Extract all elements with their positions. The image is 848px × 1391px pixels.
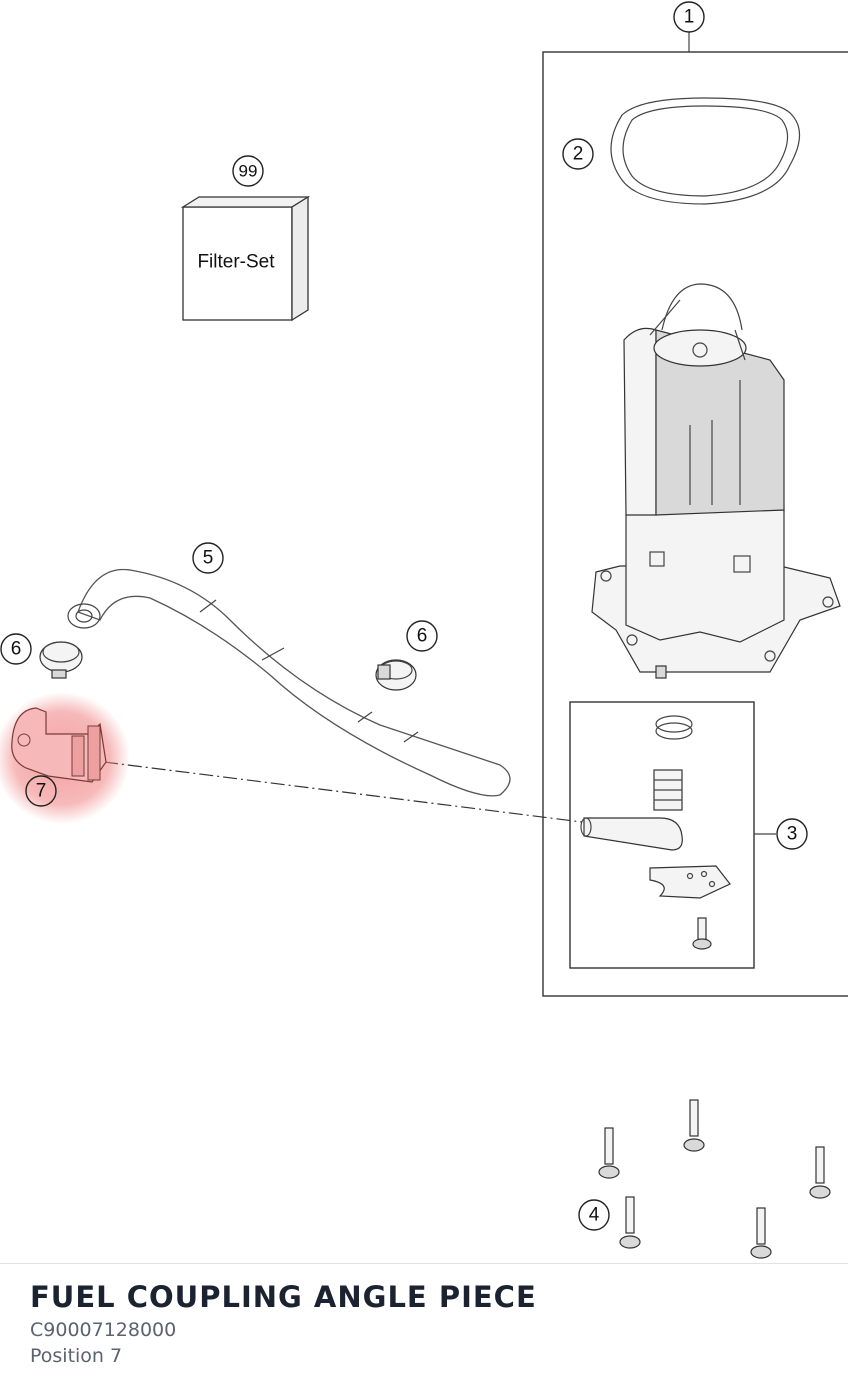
callout-2[interactable]: 2 [562, 138, 594, 170]
exploded-parts-diagram: Filter-Set [0, 1, 848, 1259]
part-number: C90007128000 [30, 1319, 177, 1341]
small-screw-part[interactable] [692, 917, 712, 950]
callout-7-label: 7 [36, 781, 47, 802]
screw [619, 1196, 641, 1249]
callout-6-left-label: 6 [11, 639, 22, 660]
callout-3[interactable]: 3 [776, 818, 808, 850]
callout-1[interactable]: 1 [673, 1, 705, 33]
callout-3-label: 3 [787, 824, 798, 845]
hose-clamp-left-part[interactable] [39, 641, 83, 679]
screws-part[interactable] [598, 1099, 831, 1259]
part-info-panel: FUEL COUPLING ANGLE PIECE C90007128000 P… [0, 1263, 848, 1391]
callout-1-label: 1 [684, 7, 695, 28]
part-position: Position 7 [30, 1345, 123, 1367]
assembly-line [103, 761, 583, 823]
screw [683, 1099, 705, 1152]
fuel-pump-part[interactable] [591, 283, 841, 679]
callout-4[interactable]: 4 [578, 1199, 610, 1231]
callout-6-right-label: 6 [417, 626, 428, 647]
filter-set-label: Filter-Set [197, 252, 275, 273]
screw [598, 1127, 620, 1179]
callout-2-label: 2 [573, 144, 584, 165]
screw [750, 1207, 772, 1259]
callout-4-label: 4 [589, 1205, 600, 1226]
filter-set-box[interactable]: Filter-Set [180, 195, 311, 322]
fuel-coupling-angle-piece-highlighted[interactable] [0, 692, 130, 824]
callout-5[interactable]: 5 [192, 542, 224, 574]
callout-6-left[interactable]: 6 [0, 633, 32, 665]
retaining-plate-part[interactable] [649, 865, 731, 899]
callout-5-label: 5 [203, 548, 214, 569]
hose-clamp-right-part[interactable] [375, 659, 417, 691]
fuel-hose-part[interactable] [67, 568, 511, 797]
callout-6-right[interactable]: 6 [406, 620, 438, 652]
callout-7[interactable]: 7 [25, 775, 57, 807]
screw [809, 1146, 831, 1199]
fuel-connector-kit-frame [569, 701, 755, 969]
callout-99-label: 99 [239, 162, 258, 181]
callout-99[interactable]: 99 [232, 155, 264, 187]
seal-ring-part[interactable] [610, 97, 801, 205]
angle-connector-part[interactable] [580, 769, 683, 851]
o-ring-part[interactable] [655, 715, 693, 740]
fuel-pump-assembly-frame [542, 51, 848, 997]
part-title: FUEL COUPLING ANGLE PIECE [30, 1280, 537, 1314]
